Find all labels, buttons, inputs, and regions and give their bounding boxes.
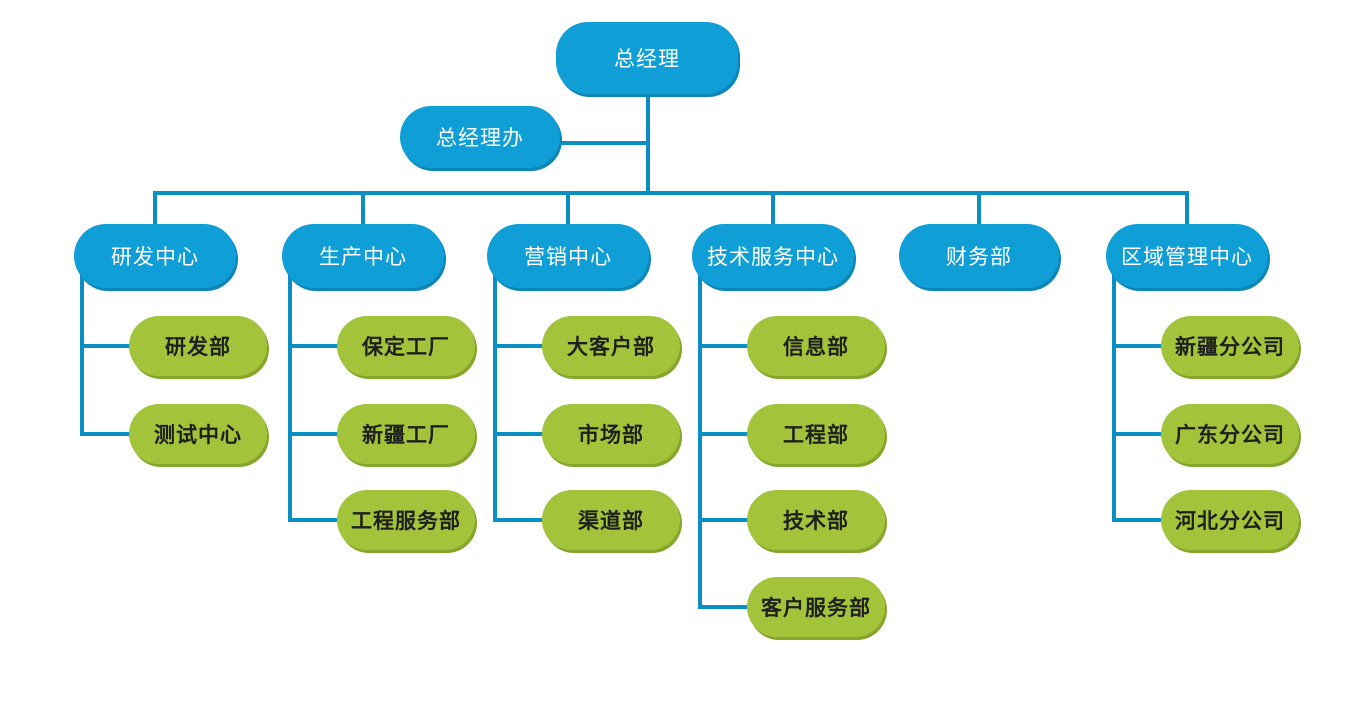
department-node: 广东分公司 — [1161, 404, 1299, 464]
department-node: 客户服务部 — [747, 577, 885, 637]
center-node: 技术服务中心 — [692, 224, 854, 288]
department-node: 工程部 — [747, 404, 885, 464]
department-node: 市场部 — [542, 404, 680, 464]
department-node: 河北分公司 — [1161, 490, 1299, 550]
center-node: 区域管理中心 — [1106, 224, 1268, 288]
department-node: 工程服务部 — [337, 490, 475, 550]
department-node: 大客户部 — [542, 316, 680, 376]
center-node: 研发中心 — [74, 224, 236, 288]
department-node: 信息部 — [747, 316, 885, 376]
department-node: 渠道部 — [542, 490, 680, 550]
center-node: 财务部 — [899, 224, 1059, 288]
root-node-general-manager: 总经理 — [556, 22, 738, 94]
department-node: 测试中心 — [129, 404, 267, 464]
center-node: 营销中心 — [487, 224, 649, 288]
department-node: 新疆工厂 — [337, 404, 475, 464]
center-node: 生产中心 — [282, 224, 444, 288]
department-node: 研发部 — [129, 316, 267, 376]
department-node: 保定工厂 — [337, 316, 475, 376]
department-node: 新疆分公司 — [1161, 316, 1299, 376]
department-node: 技术部 — [747, 490, 885, 550]
office-node-general-manager-office: 总经理办 — [400, 106, 560, 168]
